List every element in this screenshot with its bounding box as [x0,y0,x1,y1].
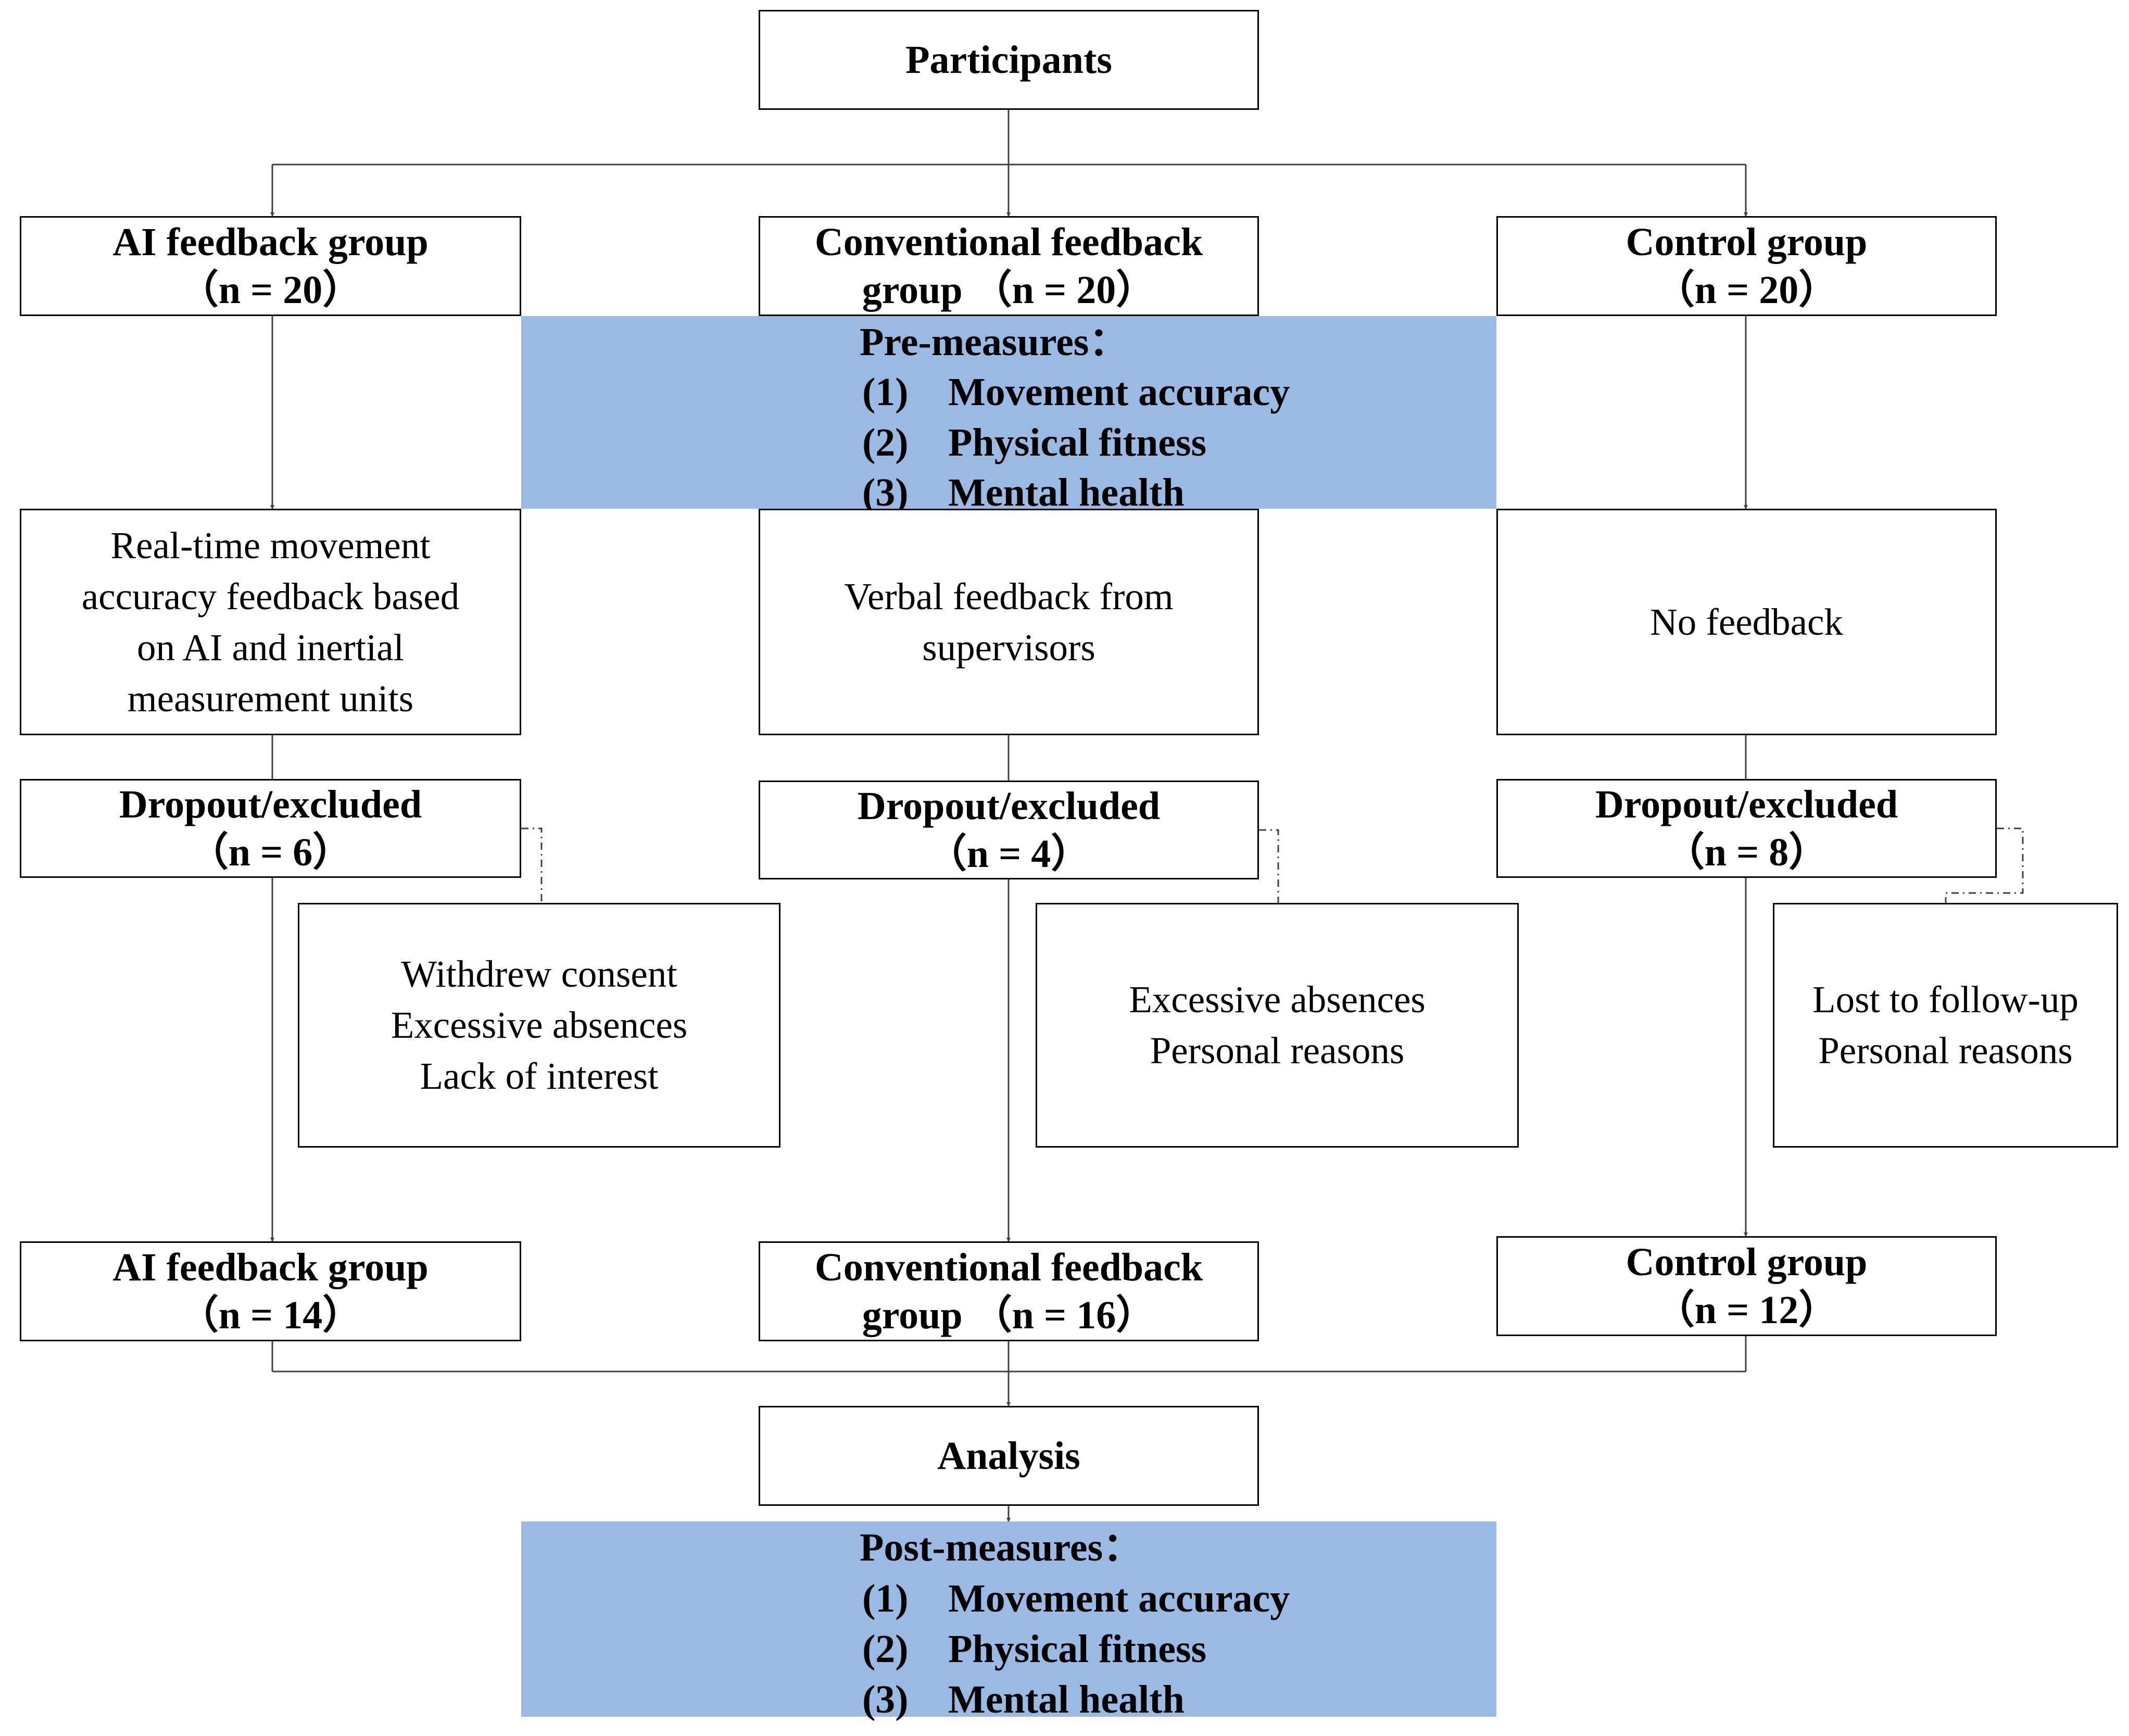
item-label: Mental health [948,471,1185,514]
intervention-conventional: Verbal feedback from supervisors [759,509,1259,735]
item-number: (3) [862,471,909,514]
post-measure-item: (2) Physical fitness [862,1623,1206,1675]
item-label: Mental health [948,1678,1185,1721]
reason-line: Personal reasons [1150,1029,1405,1072]
dropout-reasons-conventional: Excessive absences Personal reasons [1036,903,1519,1148]
intervention-line: Verbal feedback from [844,575,1174,618]
group-name: AI feedback group [112,220,429,264]
dropout-ai: Dropout/excluded （n = 6） [20,779,521,878]
item-number: (2) [862,1627,909,1671]
intervention-line: accuracy feedback based [81,575,460,618]
dashed-connector [521,827,543,903]
reason-line: Excessive absences [390,1004,688,1046]
group-initial-ai: AI feedback group （n = 20） [20,216,521,316]
item-number: (1) [862,1577,909,1620]
dropout-n: （n = 4） [927,832,1091,876]
reason-line: Withdrew consent [401,953,677,995]
group-name: Control group [1626,220,1868,264]
group-n: （n = 20） [1655,268,1838,312]
group-initial-conventional: Conventional feedback group （n = 20） [759,216,1259,316]
group-initial-control: Control group （n = 20） [1496,216,1997,316]
post-measures-header: Post-measures： [860,1526,1143,1569]
group-name: Control group [1626,1240,1868,1284]
dropout-n: （n = 8） [1665,831,1829,874]
item-label: Physical fitness [948,421,1207,464]
dropout-label: Dropout/excluded [1595,783,1898,826]
post-measure-item: (1) Movement accuracy [862,1573,1290,1625]
item-number: (1) [862,370,909,414]
dropout-label: Dropout/excluded [857,784,1161,828]
intervention-line: on AI and inertial [137,626,404,669]
dropout-control: Dropout/excluded （n = 8） [1496,779,1997,878]
pre-measure-item: (1) Movement accuracy [862,366,1290,418]
pre-measures-header: Pre-measures： [860,320,1129,364]
item-number: (3) [862,1678,909,1721]
item-label: Physical fitness [948,1627,1207,1671]
reason-line: Personal reasons [1818,1029,2073,1072]
pre-measure-item: (2) Physical fitness [862,417,1206,469]
intervention-line: No feedback [1650,600,1843,643]
group-final-conventional: Conventional feedback group （n = 16） [759,1241,1259,1341]
intervention-control: No feedback [1496,509,1997,735]
analysis-label: Analysis [937,1434,1080,1478]
dropout-reasons-ai: Withdrew consent Excessive absences Lack… [298,903,780,1148]
post-measures-panel: Post-measures： (1) Movement accuracy (2) P… [521,1521,1496,1721]
dropout-n: （n = 6） [188,831,352,874]
intervention-line: measurement units [127,677,414,720]
intervention-line: supervisors [922,626,1095,669]
item-label: Movement accuracy [948,1577,1290,1620]
item-number: (2) [862,421,909,464]
dropout-conventional: Dropout/excluded （n = 4） [759,781,1259,879]
pre-measures-panel: Pre-measures： (1) Movement accuracy (2) Ph… [521,316,1496,514]
group-n: group （n = 16） [862,1293,1156,1337]
intervention-ai: Real-time movement accuracy feedback bas… [20,509,521,735]
reason-line: Excessive absences [1129,978,1426,1021]
group-n: （n = 20） [179,268,362,312]
group-n: （n = 12） [1655,1288,1838,1332]
group-n: group （n = 20） [862,268,1156,312]
reason-line: Lost to follow-up [1812,978,2078,1021]
dashed-connector [1945,827,2024,903]
reason-line: Lack of interest [420,1055,659,1097]
group-name: Conventional feedback [814,220,1203,264]
participants-label: Participants [905,38,1112,82]
group-final-ai: AI feedback group （n = 14） [20,1241,521,1341]
group-n: （n = 14） [179,1293,362,1337]
group-final-control: Control group （n = 12） [1496,1236,1997,1336]
intervention-line: Real-time movement [110,524,431,567]
dashed-connector [1259,829,1279,903]
participants-box: Participants [759,10,1259,110]
group-name: AI feedback group [112,1246,429,1289]
item-label: Movement accuracy [948,370,1290,414]
dropout-label: Dropout/excluded [119,783,422,826]
dropout-reasons-control: Lost to follow-up Personal reasons [1773,903,2118,1148]
analysis-box: Analysis [759,1406,1259,1506]
group-name: Conventional feedback [814,1246,1203,1289]
post-measure-item: (3) Mental health [862,1674,1185,1726]
pre-measure-item: (3) Mental health [862,467,1185,519]
